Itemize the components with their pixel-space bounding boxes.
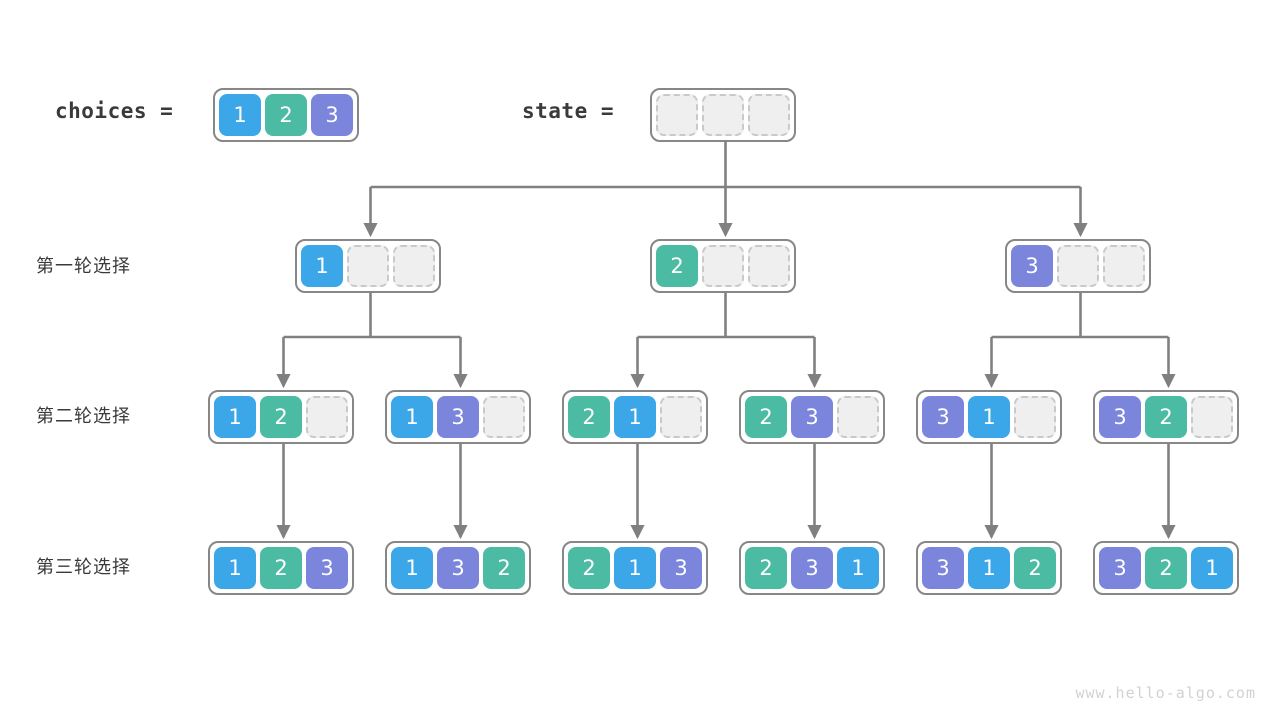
level1-node-1-cell-2	[748, 245, 790, 287]
level3-node-4-cell-1: 1	[968, 547, 1010, 589]
level2-node-3-cell-1: 3	[791, 396, 833, 438]
level2-node-3-cell-2	[837, 396, 879, 438]
level2-node-1-cell-0: 1	[391, 396, 433, 438]
choices-label: choices =	[55, 99, 174, 123]
level3-node-4-cell-0: 3	[922, 547, 964, 589]
level3-node-1-cell-2: 2	[483, 547, 525, 589]
state-cell-2	[748, 94, 790, 136]
level1-node-2-cell-0: 3	[1011, 245, 1053, 287]
choices-cell-0: 1	[219, 94, 261, 136]
level2-node-2-cell-0: 2	[568, 396, 610, 438]
level3-node-2-cell-1: 1	[614, 547, 656, 589]
state-cell-0	[656, 94, 698, 136]
level2-node-3-cell-0: 2	[745, 396, 787, 438]
site-watermark: www.hello-algo.com	[1075, 684, 1256, 702]
level1-node-1: 2	[650, 239, 796, 293]
level1-node-0: 1	[295, 239, 441, 293]
level3-node-2-cell-0: 2	[568, 547, 610, 589]
level1-node-0-cell-1	[347, 245, 389, 287]
level2-node-2-cell-1: 1	[614, 396, 656, 438]
level3-node-5-cell-2: 1	[1191, 547, 1233, 589]
level2-node-1-cell-1: 3	[437, 396, 479, 438]
level1-node-0-cell-0: 1	[301, 245, 343, 287]
level3-node-0-cell-1: 2	[260, 547, 302, 589]
level2-node-5-cell-0: 3	[1099, 396, 1141, 438]
level3-node-0-cell-0: 1	[214, 547, 256, 589]
level3-node-3-cell-2: 1	[837, 547, 879, 589]
level2-node-2-cell-2	[660, 396, 702, 438]
row-label-round-2: 第二轮选择	[36, 406, 131, 427]
level2-node-4-cell-0: 3	[922, 396, 964, 438]
level2-node-4-cell-2	[1014, 396, 1056, 438]
level3-node-5-cell-1: 2	[1145, 547, 1187, 589]
level2-node-0-cell-0: 1	[214, 396, 256, 438]
level3-node-0-cell-2: 3	[306, 547, 348, 589]
state-array	[650, 88, 796, 142]
level2-node-5-cell-1: 2	[1145, 396, 1187, 438]
level3-node-2-cell-2: 3	[660, 547, 702, 589]
level2-node-4-cell-1: 1	[968, 396, 1010, 438]
level1-node-1-cell-1	[702, 245, 744, 287]
level1-node-2: 3	[1005, 239, 1151, 293]
level2-node-0-cell-2	[306, 396, 348, 438]
level3-node-1-cell-0: 1	[391, 547, 433, 589]
row-label-round-1: 第一轮选择	[36, 256, 131, 277]
level2-node-1-cell-2	[483, 396, 525, 438]
level1-node-2-cell-1	[1057, 245, 1099, 287]
level3-node-4-cell-2: 2	[1014, 547, 1056, 589]
choices-cell-2: 3	[311, 94, 353, 136]
level2-node-0-cell-1: 2	[260, 396, 302, 438]
level1-node-0-cell-2	[393, 245, 435, 287]
level1-node-2-cell-2	[1103, 245, 1145, 287]
level2-node-5-cell-2	[1191, 396, 1233, 438]
level3-node-5-cell-0: 3	[1099, 547, 1141, 589]
level3-node-3-cell-0: 2	[745, 547, 787, 589]
level3-node-3-cell-1: 3	[791, 547, 833, 589]
level3-node-1-cell-1: 3	[437, 547, 479, 589]
row-label-round-3: 第三轮选择	[36, 557, 131, 578]
state-cell-1	[702, 94, 744, 136]
level1-node-1-cell-0: 2	[656, 245, 698, 287]
state-label: state =	[522, 99, 615, 123]
choices-cell-1: 2	[265, 94, 307, 136]
